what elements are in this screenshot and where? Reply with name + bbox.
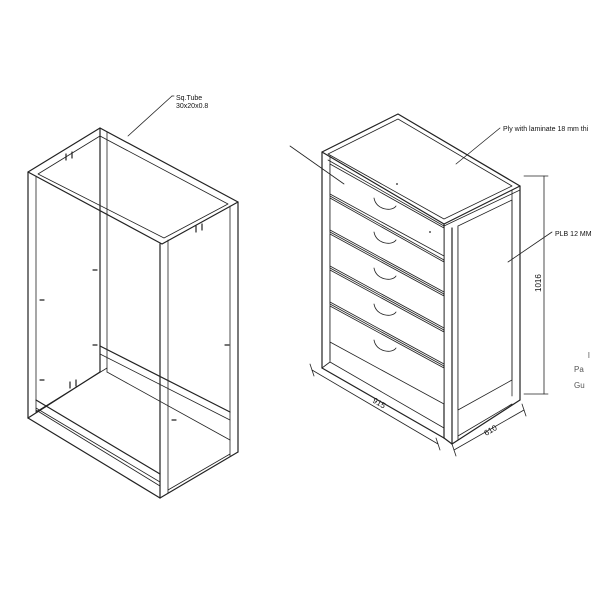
top-panel-leader-line xyxy=(455,127,501,165)
chest-bottom-side-rail xyxy=(451,399,521,445)
dimension-lines xyxy=(309,175,549,457)
tube-label-line1: Sq.Tube xyxy=(176,95,202,102)
side-note-line3: Gu xyxy=(574,381,585,390)
drawer-front-5 xyxy=(329,305,445,405)
drawer-front-3 xyxy=(329,233,445,331)
side-note-line2: Pa xyxy=(574,365,584,374)
frame-top-outer xyxy=(27,127,239,245)
drawer-handle-icon xyxy=(373,303,397,316)
tube-leader-line xyxy=(127,95,173,137)
chest-of-drawers xyxy=(289,113,553,445)
drawer-handle-icon xyxy=(373,267,397,280)
dimension-height-label: 1016 xyxy=(534,274,543,292)
frame-bottom-right-rail xyxy=(159,451,239,499)
drawer-handles xyxy=(373,197,397,352)
drawer-leader-line xyxy=(289,145,345,185)
side-note-line1: l xyxy=(588,351,590,360)
marker-dot xyxy=(396,183,398,185)
drawer-handle-icon xyxy=(373,231,397,244)
dimension-width-label: 915 xyxy=(371,396,388,411)
dimension-width-line xyxy=(311,369,439,445)
plb-label: PLB 12 MM xyxy=(555,231,592,238)
frame-top-inner xyxy=(37,135,229,239)
chest-side-panel xyxy=(457,199,513,411)
dimension-depth-label: 610 xyxy=(483,423,500,438)
frame-brackets xyxy=(39,151,230,421)
steel-tube-frame xyxy=(27,95,239,499)
side-panel-leader-line xyxy=(507,231,553,263)
frame-mid-rail-front xyxy=(35,399,161,475)
ply-label: Ply with laminate 18 mm thi xyxy=(503,126,589,133)
frame-bottom-front-rail xyxy=(27,417,161,499)
drawer-front-1 xyxy=(329,163,445,261)
drawer-handle-icon xyxy=(373,339,397,352)
drawer-handle-icon xyxy=(373,197,397,210)
drawer-fronts xyxy=(329,163,445,405)
chest-bottom-front-rail xyxy=(321,367,445,439)
marker-dot xyxy=(429,231,431,233)
frame-mid-rail-back xyxy=(99,345,231,413)
drawer-front-4 xyxy=(329,269,445,367)
tube-label-line2: 30x20x0.8 xyxy=(176,103,208,110)
dimension-depth-line xyxy=(453,409,525,451)
drawer-front-2 xyxy=(329,197,445,295)
